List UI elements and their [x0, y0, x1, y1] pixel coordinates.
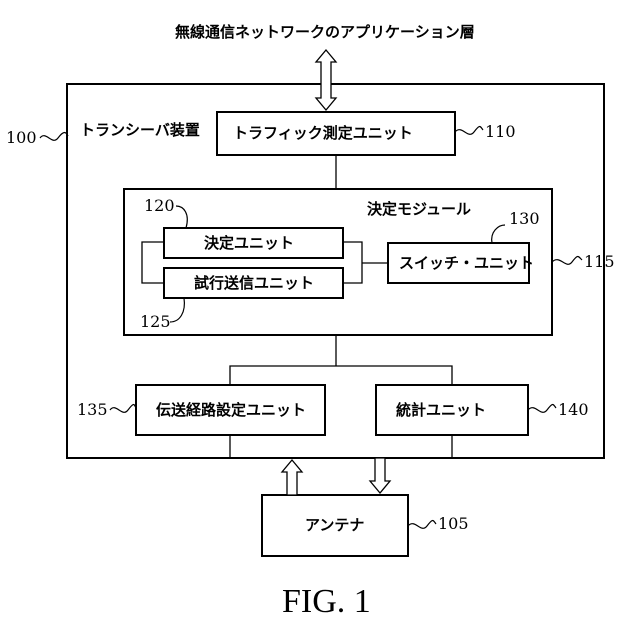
leader-100 — [40, 133, 68, 141]
leader-130 — [492, 225, 505, 243]
transceiver-ref: 100 — [6, 130, 37, 146]
down-arrow-icon — [370, 458, 390, 493]
figure-caption: FIG. 1 — [282, 585, 371, 619]
leader-115 — [552, 257, 582, 265]
application-layer-label: 無線通信ネットワークのアプリケーション層 — [175, 25, 475, 40]
traffic-unit-ref: 110 — [485, 124, 516, 140]
switch-unit-label: スイッチ・ユニット — [399, 256, 534, 271]
stats-unit-label: 統計ユニット — [396, 403, 486, 418]
leader-125 — [170, 298, 184, 322]
leader-120 — [176, 206, 187, 228]
trial-unit-label: 試行送信ユニット — [194, 276, 314, 291]
antenna-ref: 105 — [438, 516, 469, 532]
up-arrow-icon — [282, 460, 302, 495]
leader-110 — [455, 127, 483, 135]
double-arrow-icon — [316, 50, 336, 110]
leader-lines — [40, 127, 582, 529]
leader-135 — [110, 405, 136, 413]
leader-140 — [528, 405, 556, 413]
stats-unit-ref: 140 — [558, 402, 589, 418]
decision-module-ref: 115 — [584, 254, 615, 270]
path-unit-label: 伝送経路設定ユニット — [156, 403, 306, 418]
leader-105 — [408, 521, 436, 529]
antenna-label: アンテナ — [305, 518, 364, 533]
transceiver-label: トランシーバ装置 — [80, 123, 200, 138]
path-unit-ref: 135 — [77, 402, 108, 418]
decision-unit-label: 決定ユニット — [204, 236, 294, 251]
switch-unit-ref: 130 — [509, 211, 540, 227]
traffic-unit-label: トラフィック測定ユニット — [233, 126, 413, 141]
trial-unit-ref: 125 — [140, 314, 171, 330]
decision-module-label: 決定モジュール — [367, 202, 471, 217]
decision-unit-ref: 120 — [144, 198, 175, 214]
